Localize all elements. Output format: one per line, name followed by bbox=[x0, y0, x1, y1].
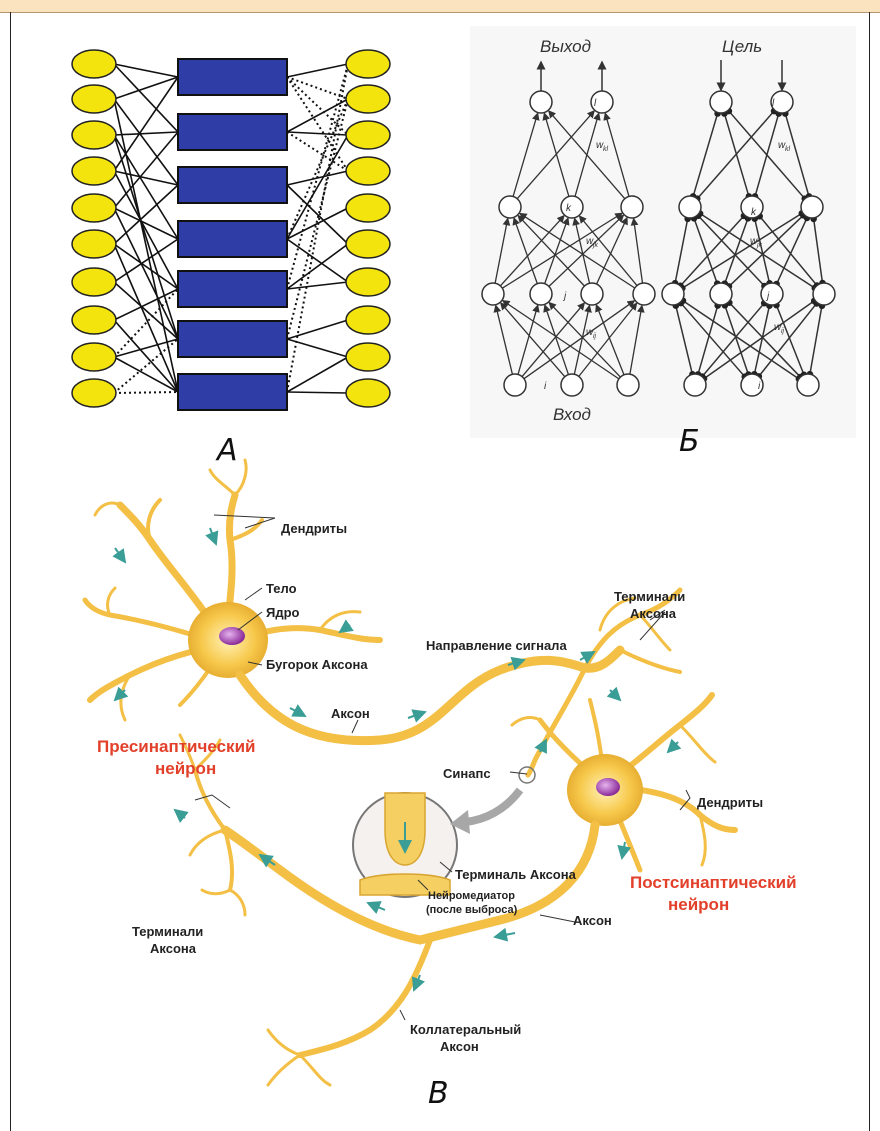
label-collateral-1: Коллатеральный bbox=[410, 1022, 521, 1037]
label-synapse: Синапс bbox=[443, 766, 491, 781]
label-dendrites-top: Дендриты bbox=[281, 521, 347, 536]
label-collateral-2: Аксон bbox=[440, 1039, 479, 1054]
label-axon-terminals-bottom-1: Терминали bbox=[132, 924, 203, 939]
label-signal-direction: Направление сигнала bbox=[426, 638, 567, 653]
label-neurotransmitter-2: (после выброса) bbox=[426, 904, 518, 916]
label-axon-terminals-bottom-2: Аксона bbox=[150, 941, 197, 956]
label-postsynaptic-2: нейрон bbox=[668, 895, 729, 914]
presynaptic-dendrites bbox=[85, 460, 380, 720]
label-axon-terminal: Терминаль Аксона bbox=[455, 867, 577, 882]
presynaptic-nucleus bbox=[219, 627, 245, 645]
label-axon-bottom: Аксон bbox=[573, 913, 612, 928]
label-axon-terminals-top-1: Терминали bbox=[614, 589, 685, 604]
label-neurotransmitter-1: Нейромедиатор bbox=[428, 890, 515, 902]
label-axon-top: Аксон bbox=[331, 706, 370, 721]
postsynaptic-nucleus bbox=[596, 778, 620, 796]
label-postsynaptic-1: Постсинаптический bbox=[630, 873, 797, 892]
label-presynaptic-2: нейрон bbox=[155, 759, 216, 778]
figure-c-label: В bbox=[428, 1076, 449, 1111]
label-body: Тело bbox=[266, 581, 297, 596]
zoom-arrow bbox=[465, 790, 520, 822]
label-dendrites-right: Дендриты bbox=[697, 795, 763, 810]
label-axon-terminals-top-2: Аксона bbox=[630, 606, 677, 621]
label-nucleus: Ядро bbox=[266, 605, 300, 620]
collateral-axon bbox=[300, 940, 430, 1055]
label-presynaptic-1: Пресинаптический bbox=[97, 737, 255, 756]
label-axon-hillock: Бугорок Аксона bbox=[266, 657, 368, 672]
synapse-inset bbox=[353, 793, 457, 897]
